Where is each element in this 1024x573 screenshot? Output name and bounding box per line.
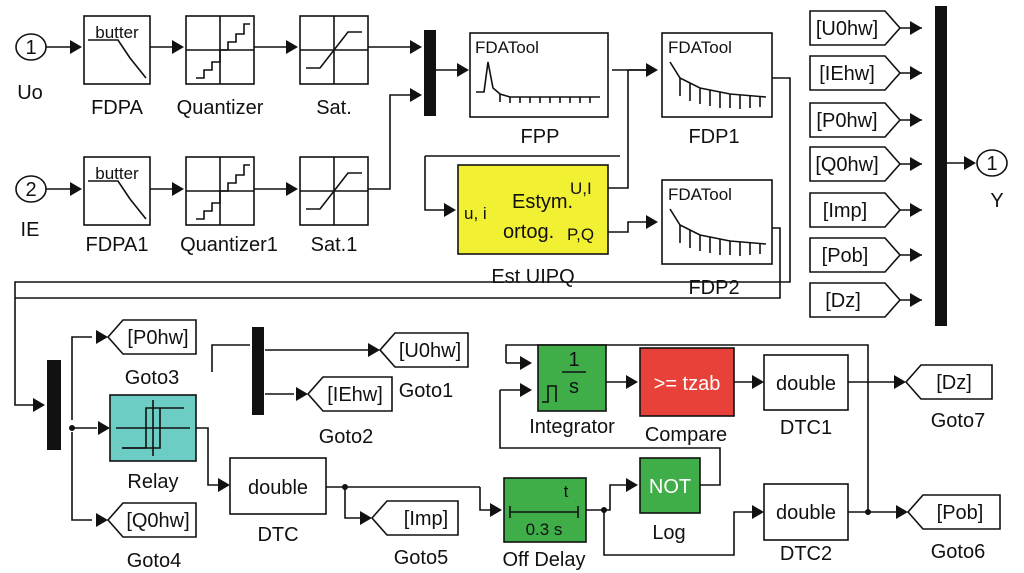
svg-text:Compare: Compare: [645, 424, 727, 446]
svg-text:t: t: [564, 482, 569, 501]
goto6[interactable]: [Pob] Goto6: [906, 494, 1001, 563]
mux-goto-u0-ie[interactable]: [252, 327, 264, 415]
inport-2-label: IE: [21, 219, 40, 241]
svg-text:Relay: Relay: [127, 471, 178, 493]
svg-text:[Imp]: [Imp]: [823, 200, 867, 222]
saturation-1[interactable]: Sat.: [299, 15, 369, 119]
inport-1-label: Uo: [17, 82, 43, 104]
svg-text:FDATool: FDATool: [668, 38, 732, 57]
svg-text:[Imp]: [Imp]: [404, 508, 448, 530]
svg-text:double: double: [776, 373, 836, 395]
svg-text:Goto5: Goto5: [394, 547, 448, 569]
outport-y[interactable]: 1 Y: [976, 149, 1008, 212]
svg-text:ortog.: ortog.: [503, 221, 554, 243]
dtc-block[interactable]: double DTC: [229, 457, 327, 546]
goto3[interactable]: [P0hw] Goto3: [106, 319, 197, 389]
svg-text:butter: butter: [95, 23, 139, 42]
svg-text:Quantizer: Quantizer: [177, 97, 264, 119]
svg-text:Estym.: Estym.: [512, 191, 573, 213]
svg-text:[P0hw]: [P0hw]: [127, 327, 188, 349]
goto5[interactable]: [Imp] Goto5: [370, 500, 459, 569]
svg-text:>= tzab: >= tzab: [654, 373, 721, 395]
relay-block[interactable]: Relay: [109, 394, 197, 493]
svg-text:FDP1: FDP1: [688, 126, 739, 148]
dtc2-block[interactable]: double DTC2: [763, 483, 849, 565]
svg-text:FDATool: FDATool: [475, 38, 539, 57]
svg-text:[IEhw]: [IEhw]: [819, 63, 875, 85]
compare-block[interactable]: >= tzab Compare: [639, 347, 735, 446]
svg-text:U,I: U,I: [570, 179, 592, 198]
goto7[interactable]: [Dz] Goto7: [904, 364, 993, 432]
from-tags[interactable]: [U0hw] [IEhw] [P0hw] [Q0hw] [Imp] [Pob] …: [809, 10, 902, 318]
quantizer-1[interactable]: Quantizer: [177, 15, 264, 119]
mux-bottom-left[interactable]: [47, 360, 61, 450]
svg-text:Sat.1: Sat.1: [311, 234, 358, 256]
svg-text:u, i: u, i: [464, 204, 487, 223]
logic-not-block[interactable]: NOT Log: [639, 457, 701, 544]
goto2[interactable]: [IEhw] Goto2: [306, 376, 393, 448]
filter-fdpa[interactable]: butter FDPA: [83, 15, 151, 119]
svg-text:1: 1: [25, 37, 36, 59]
filter-fdpa1[interactable]: butter FDPA1: [83, 156, 151, 256]
svg-text:butter: butter: [95, 164, 139, 183]
svg-text:[Q0hw]: [Q0hw]: [126, 510, 189, 532]
svg-text:Sat.: Sat.: [316, 97, 352, 119]
outport-label: Y: [990, 190, 1003, 212]
goto1[interactable]: [U0hw] Goto1: [378, 332, 469, 402]
mux-top[interactable]: [424, 30, 436, 116]
svg-text:Goto3: Goto3: [125, 367, 179, 389]
svg-text:Off Delay: Off Delay: [503, 549, 586, 571]
svg-text:NOT: NOT: [649, 476, 691, 498]
svg-text:double: double: [248, 477, 308, 499]
svg-text:FPP: FPP: [521, 126, 560, 148]
svg-text:[P0hw]: [P0hw]: [816, 110, 877, 132]
svg-text:DTC1: DTC1: [780, 417, 832, 439]
saturation-2[interactable]: Sat.1: [299, 156, 369, 256]
svg-text:[Pob]: [Pob]: [937, 502, 984, 524]
inport-1[interactable]: 1 Uo: [15, 33, 47, 104]
integrator-block[interactable]: 1 s Integrator: [529, 344, 615, 438]
svg-text:2: 2: [25, 179, 36, 201]
svg-text:[Dz]: [Dz]: [936, 372, 972, 394]
svg-text:Goto2: Goto2: [319, 426, 373, 448]
svg-text:[Q0hw]: [Q0hw]: [815, 154, 878, 176]
estimator-block[interactable]: u, i Estym. ortog. U,I P,Q Est UIPQ: [457, 164, 609, 288]
svg-text:Goto4: Goto4: [127, 550, 181, 572]
svg-text:1: 1: [568, 349, 579, 371]
fdatool-fdp1[interactable]: FDATool FDP1: [661, 32, 773, 148]
svg-text:FDPA1: FDPA1: [86, 234, 149, 256]
svg-text:DTC2: DTC2: [780, 543, 832, 565]
svg-text:Est UIPQ: Est UIPQ: [491, 266, 574, 288]
mux-output[interactable]: [935, 6, 947, 326]
dtc1-block[interactable]: double DTC1: [763, 354, 849, 439]
off-delay-block[interactable]: t 0.3 s Off Delay: [503, 477, 587, 571]
quantizer-2[interactable]: Quantizer1: [180, 156, 278, 256]
svg-text:FDATool: FDATool: [668, 185, 732, 204]
svg-text:Goto1: Goto1: [399, 380, 453, 402]
svg-text:[U0hw]: [U0hw]: [399, 340, 461, 362]
svg-text:[Pob]: [Pob]: [822, 245, 869, 267]
arrowheads: [33, 21, 976, 527]
svg-text:P,Q: P,Q: [567, 225, 594, 244]
fdatool-fdp2[interactable]: FDATool FDP2: [661, 179, 773, 299]
svg-text:double: double: [776, 502, 836, 524]
svg-text:Goto6: Goto6: [931, 541, 985, 563]
inport-2[interactable]: 2 IE: [15, 175, 47, 241]
svg-text:Quantizer1: Quantizer1: [180, 234, 278, 256]
svg-text:[Dz]: [Dz]: [825, 290, 861, 312]
svg-text:DTC: DTC: [257, 524, 298, 546]
svg-text:0.3 s: 0.3 s: [526, 520, 563, 539]
svg-text:FDPA: FDPA: [91, 97, 144, 119]
svg-text:Integrator: Integrator: [529, 416, 615, 438]
svg-text:s: s: [569, 376, 579, 398]
svg-text:1: 1: [986, 153, 997, 175]
svg-text:Log: Log: [652, 522, 685, 544]
svg-text:[U0hw]: [U0hw]: [816, 18, 878, 40]
svg-text:[IEhw]: [IEhw]: [327, 384, 383, 406]
fdatool-fpp[interactable]: FDATool FPP: [469, 32, 609, 148]
svg-text:Goto7: Goto7: [931, 410, 985, 432]
svg-text:FDP2: FDP2: [688, 277, 739, 299]
goto4[interactable]: [Q0hw] Goto4: [106, 502, 197, 572]
